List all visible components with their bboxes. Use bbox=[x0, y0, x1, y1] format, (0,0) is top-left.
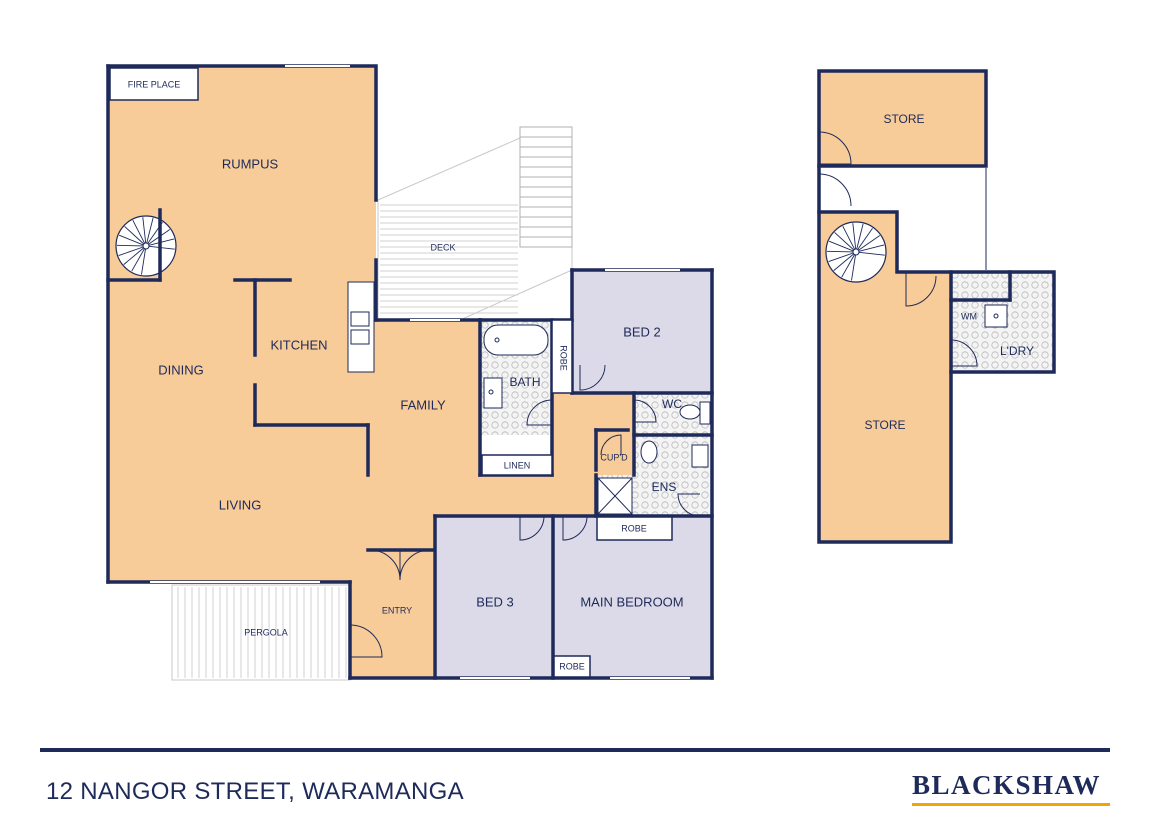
living-label: LIVING bbox=[219, 497, 262, 512]
cupd-label: CUP'D bbox=[600, 452, 628, 462]
deck-label: DECK bbox=[430, 242, 455, 252]
spiral-stair-icon bbox=[115, 215, 177, 277]
property-address: 12 NANGOR STREET, WARAMANGA bbox=[46, 778, 464, 805]
bed-2-label: BED 2 bbox=[623, 324, 661, 339]
brand-name: BLACKSHAW bbox=[912, 770, 1102, 800]
fire-place-label: FIRE PLACE bbox=[128, 79, 181, 89]
main-bedroom-label: MAIN BEDROOM bbox=[580, 594, 683, 609]
main-bedroom-room bbox=[553, 516, 712, 678]
footer-divider bbox=[40, 748, 1110, 752]
storage-boxes bbox=[109, 67, 673, 678]
wm-label: WM bbox=[961, 311, 977, 321]
bath-label: BATH bbox=[509, 375, 540, 389]
rumpus-label: RUMPUS bbox=[222, 156, 279, 171]
lower-store-top-room bbox=[819, 71, 986, 166]
floor-plan: FIRE PLACE RUMPUS DECK KITCHEN DINING FA… bbox=[106, 64, 1056, 681]
fixtures bbox=[347, 281, 711, 515]
lower-store-main-room bbox=[819, 212, 951, 542]
kitchen-label: KITCHEN bbox=[270, 337, 327, 352]
spiral-stair-icon-lower bbox=[825, 221, 887, 283]
bed-3-room bbox=[435, 516, 553, 678]
robe-bath-label: ROBE bbox=[559, 345, 569, 371]
pergola-area bbox=[171, 584, 351, 681]
windows bbox=[150, 65, 690, 679]
robe-bottom-label: ROBE bbox=[559, 661, 585, 671]
deck-area bbox=[377, 126, 573, 321]
ens-label: ENS bbox=[652, 480, 677, 494]
wc-label: WC bbox=[662, 397, 682, 411]
entry-label: ENTRY bbox=[382, 605, 412, 615]
robe-main-label: ROBE bbox=[621, 523, 647, 533]
lower-walls bbox=[817, 69, 1056, 544]
laundry-label: L'DRY bbox=[1000, 344, 1034, 358]
store-main-label: STORE bbox=[864, 418, 905, 432]
brand-logo: BLACKSHAW bbox=[912, 770, 1112, 806]
brand-underline bbox=[912, 803, 1110, 806]
bed-3-label: BED 3 bbox=[476, 594, 514, 609]
lower-doors bbox=[818, 131, 978, 367]
lower-fixtures bbox=[984, 168, 1008, 328]
doors bbox=[349, 364, 701, 658]
family-label: FAMILY bbox=[400, 397, 446, 412]
store-top-label: STORE bbox=[883, 112, 924, 126]
dining-label: DINING bbox=[158, 362, 204, 377]
bed-2-room bbox=[572, 270, 712, 393]
pergola-label: PERGOLA bbox=[244, 627, 288, 637]
linen-label: LINEN bbox=[504, 460, 531, 470]
